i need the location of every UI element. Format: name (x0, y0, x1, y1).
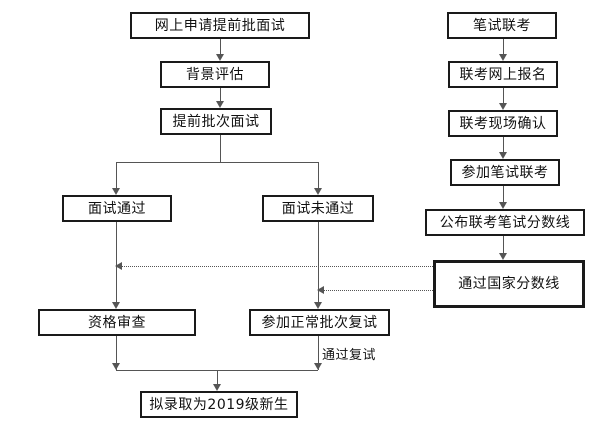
node-label: 参加笔试联考 (461, 164, 549, 181)
node-label: 参加正常批次复试 (261, 314, 378, 331)
node-normal-batch-reexam: 参加正常批次复试 (249, 309, 390, 336)
edge-confirmation-to-take-exam (503, 137, 504, 152)
arrow-head (216, 54, 224, 61)
node-interview-failed: 面试未通过 (262, 195, 374, 222)
node-label: 面试通过 (88, 200, 146, 217)
edge-interview-failed-to-normal-batch-reexam (318, 222, 319, 302)
edge-qualification-check-stem (116, 336, 117, 370)
arrow-head (317, 286, 324, 294)
node-publish-score-line: 公布联考笔试分数线 (425, 209, 585, 236)
node-online-application: 网上申请提前批面试 (130, 12, 310, 39)
arrow-head (112, 188, 120, 195)
arrow-head (112, 302, 120, 309)
edge-label-pass-reexam: 通过复试 (322, 348, 377, 363)
edge-joint-exam-to-registration (503, 39, 504, 54)
edge-split-to-interview-passed (116, 162, 117, 188)
node-label: 面试未通过 (281, 200, 355, 217)
arrow-head (499, 103, 507, 110)
arrow-head (213, 384, 221, 391)
node-label: 通过国家分数线 (458, 276, 560, 292)
edge-online-application-to-background-review (220, 39, 221, 54)
node-early-batch-interview: 提前批次面试 (160, 108, 272, 135)
arrow-head (499, 253, 507, 260)
node-label: 联考现场确认 (459, 115, 547, 132)
node-label: 背景评估 (186, 66, 244, 83)
node-interview-passed: 面试通过 (62, 195, 172, 222)
edge-split-to-interview-failed (318, 162, 319, 188)
edge-merge-to-admission (217, 370, 218, 384)
arrow-head (314, 363, 322, 370)
edge-background-review-to-early-batch-interview (220, 88, 221, 101)
node-take-written-exam: 参加笔试联考 (450, 159, 560, 186)
arrow-head (499, 54, 507, 61)
node-label: 拟录取为2019级新生 (149, 396, 289, 413)
edge-normal-batch-reexam-stem (318, 336, 319, 370)
node-label: 资格审查 (88, 314, 146, 331)
node-pass-national-line: 通过国家分数线 (433, 260, 585, 308)
edge-registration-to-confirmation (503, 88, 504, 103)
node-online-registration: 联考网上报名 (448, 61, 558, 88)
node-qualification-check: 资格审查 (38, 309, 196, 336)
arrow-head (314, 188, 322, 195)
arrow-head (314, 302, 322, 309)
node-label: 笔试联考 (473, 17, 531, 34)
arrow-head (499, 202, 507, 209)
node-label: 联考网上报名 (459, 66, 547, 83)
node-joint-written-exam: 笔试联考 (447, 12, 557, 39)
node-background-review: 背景评估 (160, 61, 270, 88)
edge-dotted-pass-national-line-to-reexam-path (324, 290, 433, 291)
node-label: 网上申请提前批面试 (154, 17, 286, 34)
edge-take-exam-to-publish-score (503, 186, 504, 202)
edge-split-bar (116, 162, 318, 163)
arrow-head (115, 262, 122, 270)
arrow-head (499, 152, 507, 159)
arrow-head (112, 363, 120, 370)
node-label: 提前批次面试 (172, 113, 260, 130)
edge-early-batch-interview-stem (220, 135, 221, 162)
node-admission: 拟录取为2019级新生 (140, 391, 298, 418)
node-onsite-confirmation: 联考现场确认 (448, 110, 558, 137)
edge-publish-score-to-pass-national-line (503, 236, 504, 253)
edge-dotted-pass-national-line-to-qualification-path (122, 266, 433, 267)
arrow-head (216, 101, 224, 108)
node-label: 公布联考笔试分数线 (439, 214, 571, 231)
